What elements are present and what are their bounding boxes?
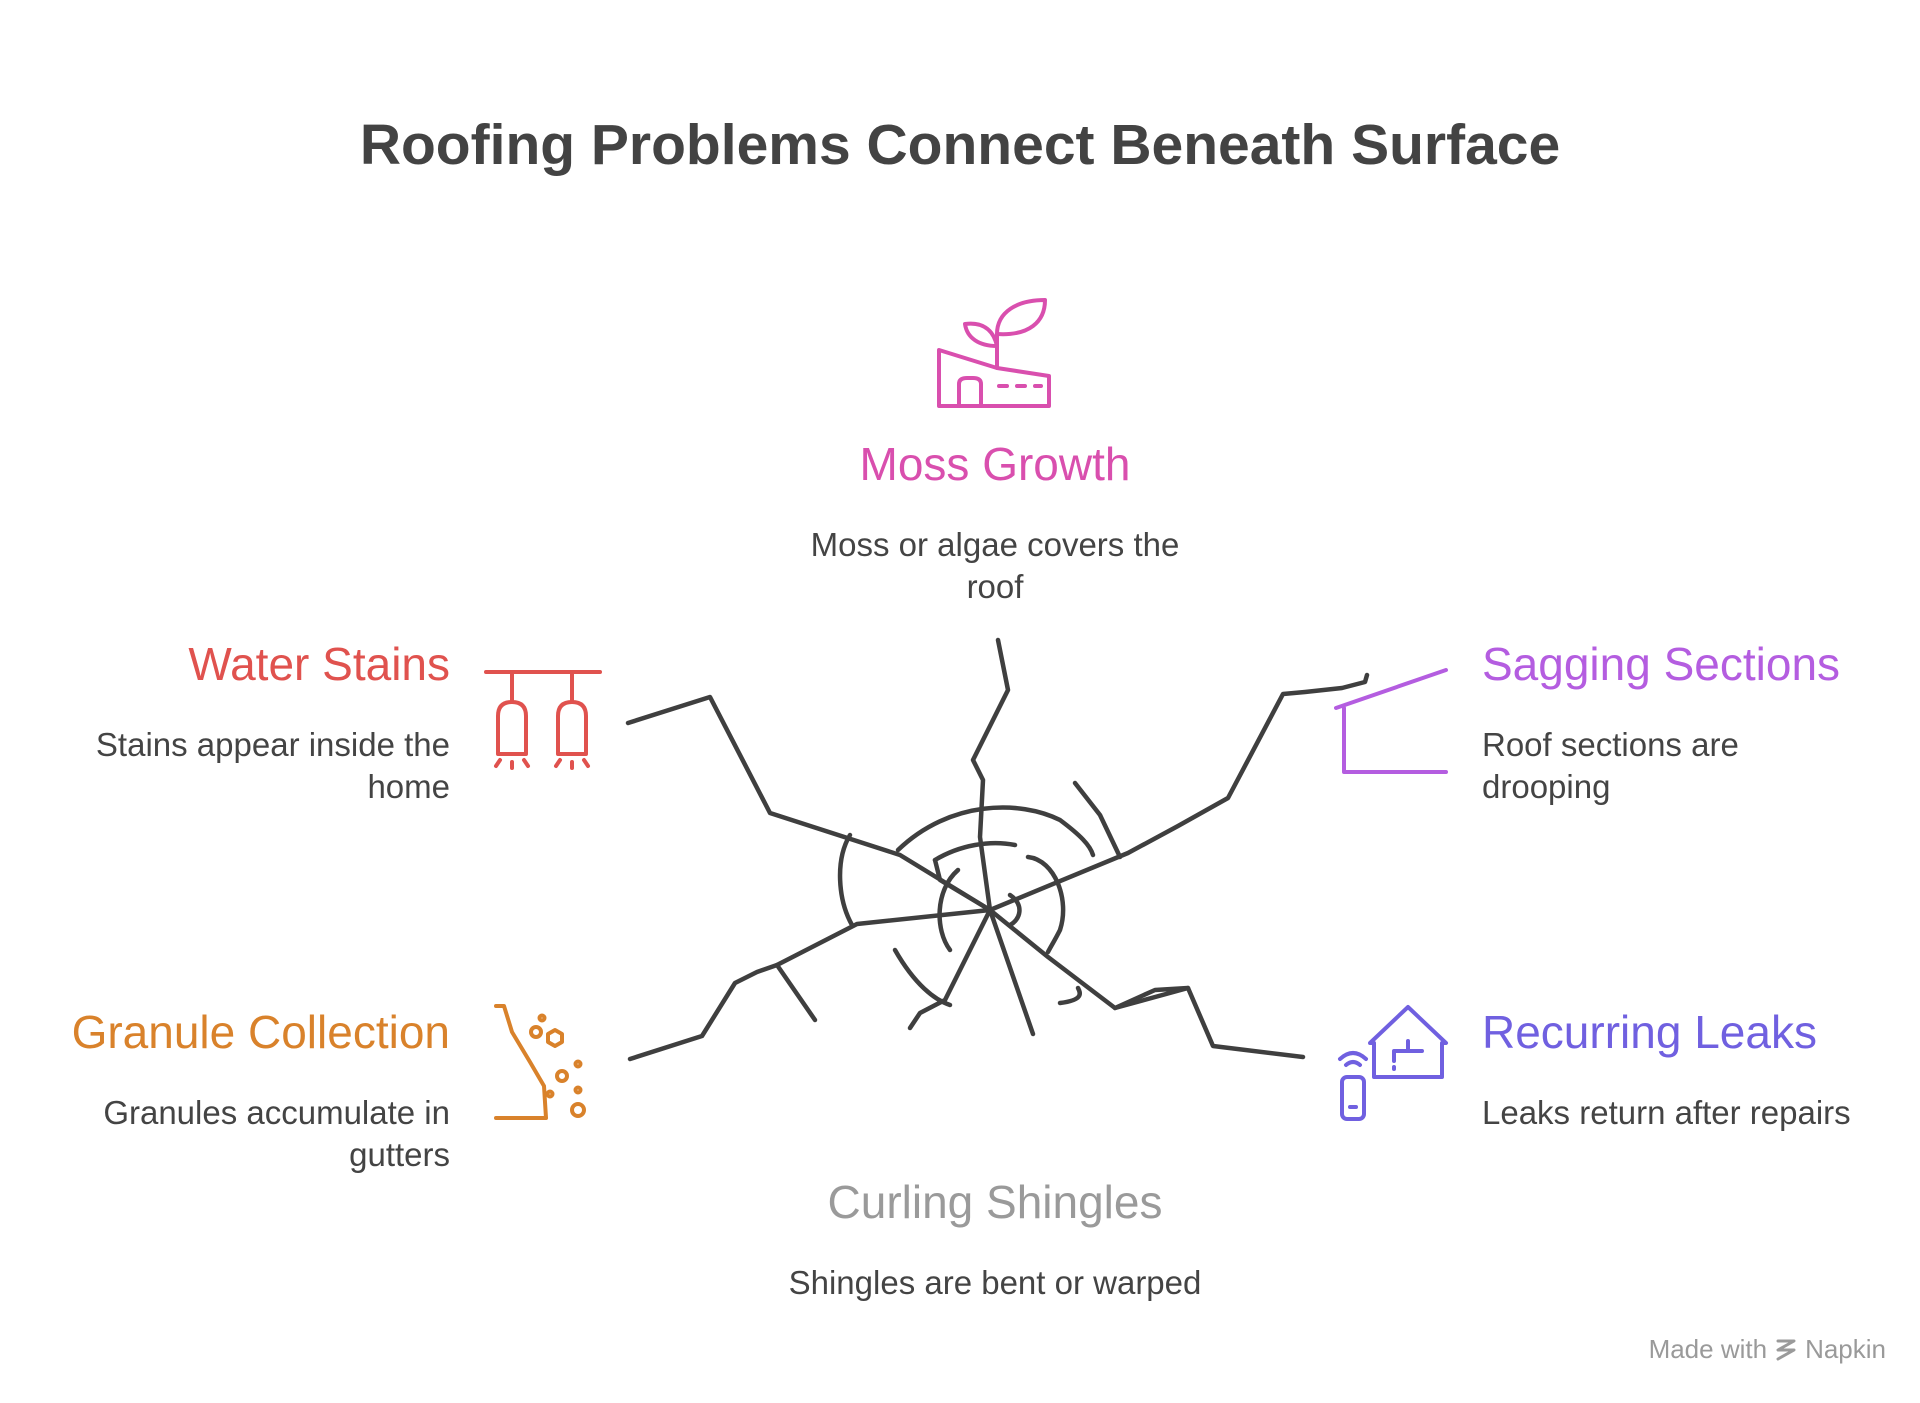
- crack-line-bottom: [987, 907, 1036, 1037]
- crack-line-leaks-branch: [1112, 985, 1191, 1011]
- moss-growth-heading: Moss Growth: [859, 438, 1131, 490]
- made-with-napkin: Made with Napkin: [1649, 1334, 1886, 1365]
- sagging-sections-description: Roof sections are drooping: [1482, 726, 1739, 805]
- curling-shingles-heading: Curling Shingles: [827, 1176, 1163, 1228]
- middle-ring-left: [937, 867, 961, 953]
- roof-outline-icon: [1334, 668, 1448, 774]
- outer-ring-lower: [892, 947, 953, 1008]
- granules-slope-icon: [494, 1004, 586, 1120]
- water-stains-heading: Water Stains: [188, 638, 450, 690]
- crack-line-bottom-left: [907, 907, 993, 1031]
- water-stains-description: Stains appear inside the home: [95, 726, 450, 805]
- middle-ring: [932, 840, 1018, 863]
- napkin-brand-label: Napkin: [1805, 1334, 1886, 1364]
- dripping-pipes-icon: [484, 670, 602, 770]
- crack-line-water: [625, 694, 993, 913]
- crack-line-granule: [627, 907, 993, 1062]
- curling-shingles-description: Shingles are bent or warped: [788, 1264, 1202, 1301]
- napkin-logo-icon: [1776, 1339, 1796, 1360]
- inner-ring: [1007, 892, 1022, 928]
- page-title: Roofing Problems Connect Beneath Surface: [359, 113, 1561, 177]
- made-with-label: Made with: [1648, 1334, 1768, 1364]
- granule-collection-description: Granules accumulate in gutters: [103, 1094, 450, 1173]
- recurring-leaks-description: Leaks return after repairs: [1482, 1094, 1851, 1131]
- moss-growth-description: Moss or algae covers the roof: [810, 526, 1180, 605]
- outer-ring-right: [1057, 985, 1083, 1006]
- crack-line-granule-branch: [774, 962, 818, 1023]
- crack-line-sagging: [987, 672, 1370, 913]
- recurring-leaks-heading: Recurring Leaks: [1482, 1006, 1817, 1058]
- outer-ring-left: [837, 832, 855, 928]
- crack-line-sagging-branch: [1072, 780, 1123, 860]
- outer-ring: [895, 805, 1096, 858]
- plant-on-roof-icon: [937, 298, 1051, 408]
- crack-line-moss: [970, 637, 1011, 913]
- sagging-sections-heading: Sagging Sections: [1482, 638, 1841, 690]
- middle-ring-right: [1025, 854, 1066, 955]
- house-faucet-remote-icon: [1338, 1005, 1448, 1121]
- crack-line-left-short: [932, 857, 993, 913]
- granule-collection-heading: Granule Collection: [71, 1006, 450, 1058]
- crack-line-leaks: [987, 907, 1306, 1060]
